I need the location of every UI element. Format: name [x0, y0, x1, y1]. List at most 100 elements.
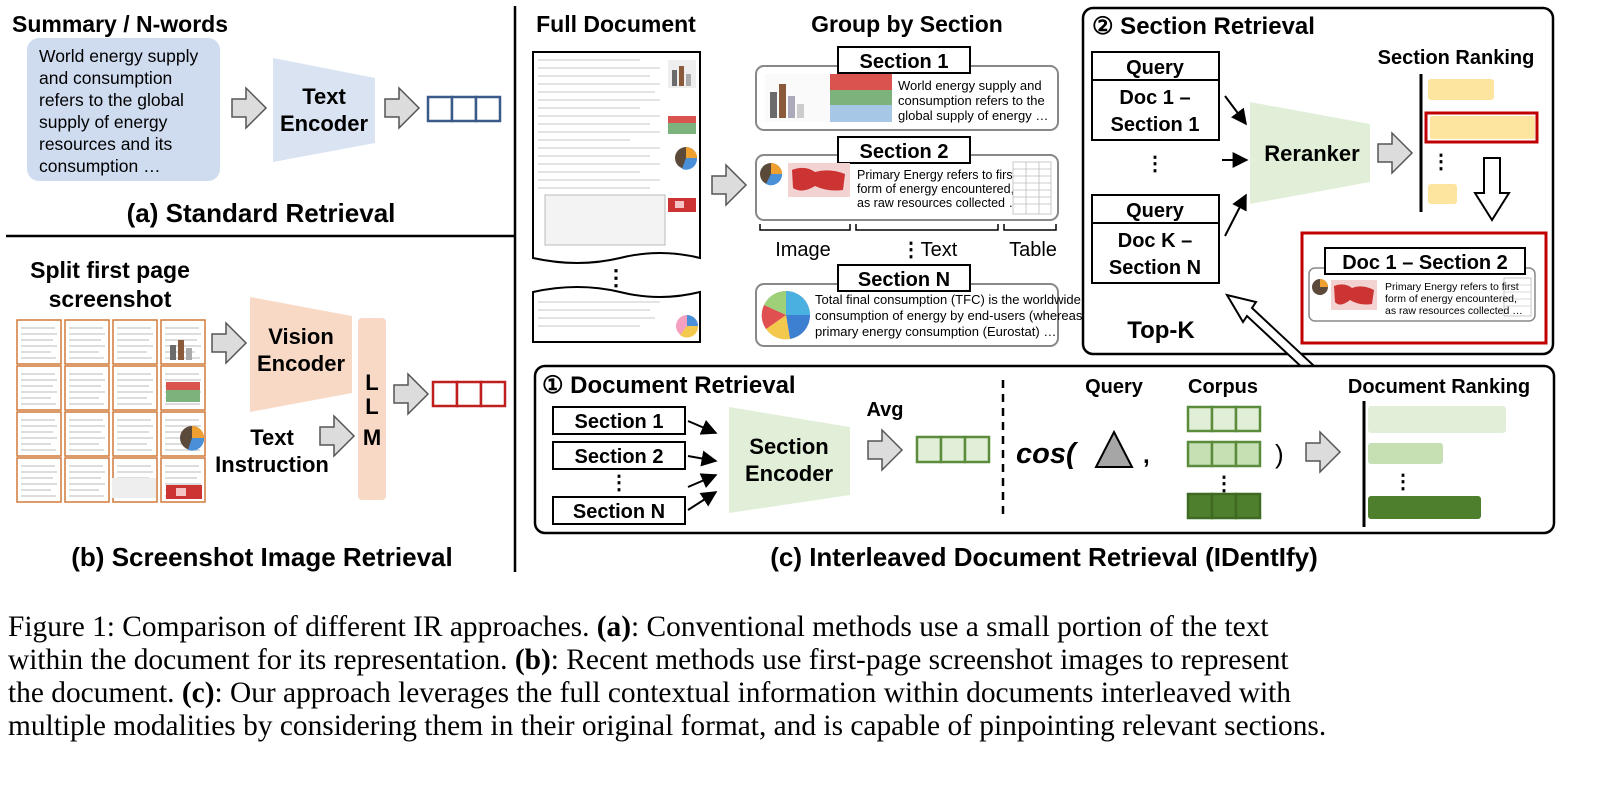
- llm-label: L: [365, 394, 378, 419]
- summary-text-line: supply of energy: [39, 112, 168, 132]
- panel-c-title: (c) Interleaved Document Retrieval (IDen…: [770, 542, 1318, 572]
- section-label-box: [837, 46, 971, 74]
- section-text: consumption of energy by end-users (wher…: [815, 308, 1083, 323]
- llm-label: M: [363, 425, 381, 450]
- doc-section-label: Section N: [1109, 257, 1201, 279]
- text-encoder-label: Encoder: [280, 111, 368, 136]
- section-encoder-shape: [729, 407, 850, 513]
- query-label: Query: [1126, 57, 1185, 79]
- section-rank-bar: [1428, 79, 1494, 100]
- section-input-label: Section N: [573, 501, 665, 523]
- llm-box: [358, 318, 386, 500]
- result-title-box: [1324, 247, 1526, 275]
- doc-section-label: Doc 1 –: [1119, 87, 1190, 109]
- summary-text-line: and consumption: [39, 68, 172, 88]
- corpus-vector: [1186, 405, 1262, 433]
- cos-close-paren: ): [1275, 439, 1284, 469]
- flow-arrow-icon: [384, 87, 420, 129]
- caption-text: : Our approach leverages the full contex…: [214, 677, 1291, 709]
- section-input-box: [552, 441, 686, 470]
- section-input-box: [552, 406, 686, 435]
- cos-function-label: cos(: [1016, 438, 1079, 470]
- caption-bold: (a): [596, 611, 632, 643]
- flow-arrow-icon: [393, 373, 429, 415]
- cos-comma: ,: [1143, 442, 1150, 469]
- result-text: as raw resources collected …: [1385, 305, 1523, 317]
- avg-label: Avg: [866, 399, 903, 421]
- section-text: form of energy encountered,: [857, 182, 1014, 196]
- result-text: Primary Energy refers to first: [1385, 281, 1519, 293]
- section-input-box: [552, 496, 686, 525]
- section-retrieval-box: ② Section Retrieval Query Doc 1 – Sectio…: [1081, 6, 1555, 356]
- corpus-vector: [1186, 492, 1262, 520]
- document-rank-bar: [1368, 406, 1506, 433]
- embedding-vector-red: [431, 380, 507, 408]
- flow-arrow-icon: [711, 164, 747, 206]
- section-label-box: [837, 264, 971, 292]
- llm-label: L: [365, 370, 378, 395]
- figure-diagram: Summary / N-words World energy supply an…: [6, 6, 1556, 572]
- query-list-dots: ⋮: [1145, 153, 1165, 175]
- query-doc-box: [1091, 194, 1220, 284]
- section-retrieval-title: ② Section Retrieval: [1092, 13, 1315, 40]
- document-rank-bar: [1368, 443, 1443, 464]
- section-rank-bar: [1428, 184, 1457, 204]
- document-embedding-vector: [915, 435, 991, 464]
- section-input-dots: ⋮: [609, 472, 629, 494]
- modality-text-label: Text: [921, 239, 958, 261]
- caption-text: : Recent methods use first-page screensh…: [550, 644, 1289, 676]
- flow-arrow-icon: [231, 87, 267, 129]
- panel-interleaved-retrieval: Full Document ⋮ Group by Section Section…: [532, 11, 1318, 572]
- section-text: World energy supply and: [898, 78, 1042, 93]
- summary-text-box: [27, 38, 220, 181]
- text-encoder-shape: [273, 58, 375, 162]
- caption-text: : Conventional methods use a small porti…: [631, 611, 1269, 643]
- caption-line: Figure 1: Comparison of different IR app…: [8, 611, 1596, 644]
- corpus-header: Corpus: [1188, 376, 1258, 398]
- result-title: Doc 1 – Section 2: [1342, 252, 1508, 274]
- caption-line: within the document for its representati…: [8, 644, 1596, 677]
- screenshot-title: Split first page: [30, 257, 190, 283]
- reranker-label: Reranker: [1264, 141, 1360, 166]
- doc-section-label: Section 1: [1111, 114, 1200, 136]
- text-instruction-label: Instruction: [215, 452, 329, 477]
- full-document-page-end: [532, 286, 701, 343]
- document-retrieval-title: ① Document Retrieval: [542, 372, 796, 399]
- document-retrieval-box: ① Document Retrieval Section 1 Section 2…: [533, 364, 1556, 535]
- section-1-bar-chart: [765, 74, 892, 122]
- down-arrow-icon: [1473, 157, 1511, 222]
- query-header: Query: [1085, 376, 1144, 398]
- modality-brackets: [759, 224, 1057, 231]
- panel-b-title: (b) Screenshot Image Retrieval: [71, 542, 452, 572]
- section-ranking-title: Section Ranking: [1378, 47, 1535, 69]
- corpus-dots: ⋮: [1214, 473, 1234, 495]
- section-label: Section N: [858, 269, 950, 291]
- summary-text-line: refers to the global: [39, 90, 184, 110]
- summary-title: Summary / N-words: [12, 11, 228, 37]
- vision-encoder-shape: [250, 297, 352, 412]
- section-text: Primary Energy refers to first: [857, 168, 1017, 182]
- document-rank-bar: [1368, 496, 1481, 519]
- section-n-pie-chart: [761, 290, 811, 340]
- section-2-table: [1012, 161, 1052, 215]
- section-label: Section 1: [860, 51, 949, 73]
- caption-bold: (c): [181, 677, 215, 709]
- caption-text: the document.: [8, 677, 182, 709]
- modality-table-label: Table: [1009, 239, 1057, 261]
- screenshot-grid: [16, 319, 206, 503]
- full-document-ellipsis: ⋮: [605, 265, 627, 290]
- caption-line: multiple modalities by considering them …: [8, 710, 1596, 743]
- section-text: as raw resources collected …: [857, 196, 1021, 210]
- group-by-section-title: Group by Section: [811, 11, 1003, 37]
- query-doc-box: [1091, 51, 1220, 141]
- section-rank-dots: ⋮: [1431, 151, 1451, 173]
- vision-encoder-label: Encoder: [257, 351, 345, 376]
- section-label-box: [837, 136, 971, 164]
- caption-bold: (b): [514, 644, 551, 676]
- full-document-lines: [538, 59, 660, 189]
- section-rank-bar-highlight: [1424, 111, 1539, 144]
- modality-image-label: Image: [775, 239, 831, 261]
- caption-line: the document. (c): Our approach leverage…: [8, 677, 1596, 710]
- section-encoder-label: Encoder: [745, 461, 833, 486]
- summary-text-line: World energy supply: [39, 46, 198, 66]
